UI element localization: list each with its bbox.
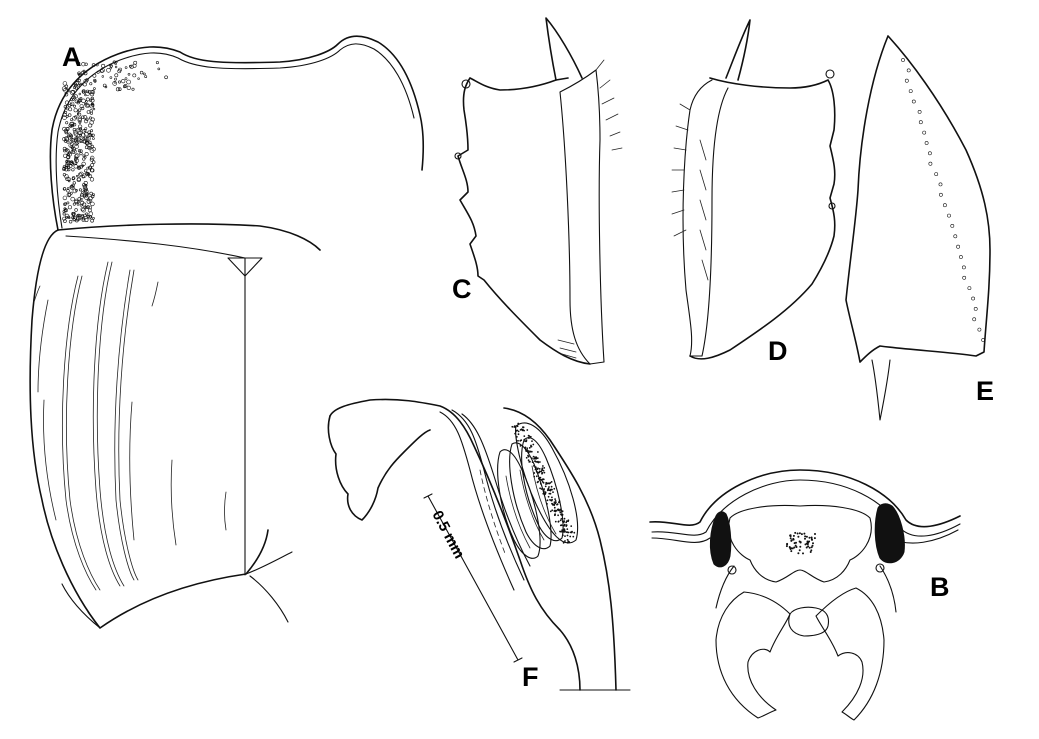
panel-c-drawing [454,17,623,365]
pronotum-inner-margin [55,43,415,229]
clypeus-stipple [785,531,816,555]
panel-label-b: B [930,572,950,602]
panel-label-c: C [452,274,472,304]
head-b-outline [649,469,961,528]
elytron-outline [29,229,269,629]
panel-label-f: F [522,662,539,692]
right-eye [874,503,905,564]
scale-bar: 0.5 mm [423,493,523,663]
panel-a-drawing [29,35,425,629]
humeral-margin [65,235,246,259]
tibia-e-outline [845,35,991,363]
tibia-c-shaft [559,69,605,365]
pronotum-base [57,223,321,251]
organ-f-lobe [327,415,431,521]
elytral-striae [33,261,227,591]
left-eye [709,511,732,568]
elytron-apex [61,583,101,629]
tibia-c-spur [545,17,583,81]
labrum-b [788,606,830,637]
panel-label-a: A [62,42,82,72]
organ-f-stipple [511,422,576,544]
tibia-e-spur [871,359,891,421]
left-mandible [715,591,791,719]
metathorax-edge [245,551,293,575]
panel-e-drawing [845,35,991,421]
scale-bar-label: 0.5 mm [428,508,467,562]
pronotum-punctation [61,60,168,224]
tibia-d-outline [689,77,836,360]
tibia-c-outline [457,77,591,365]
organ-f-sclerites [479,422,579,559]
organ-f-inner-folds [439,409,531,591]
tibia-e-setae [901,58,986,342]
organ-f-shaft [503,407,617,691]
clypeus-b [728,505,872,583]
panel-label-d: D [768,336,788,366]
panel-b-drawing [649,469,961,721]
tibia-d-spur [725,19,751,81]
head-b-inner-margin [651,479,961,537]
pronotum-outline [49,35,425,231]
right-mandible [815,587,885,721]
panel-label-e: E [976,376,994,406]
panel-d-drawing [671,19,836,360]
panel-f-drawing [327,398,631,691]
abdomen-edge [249,575,289,623]
